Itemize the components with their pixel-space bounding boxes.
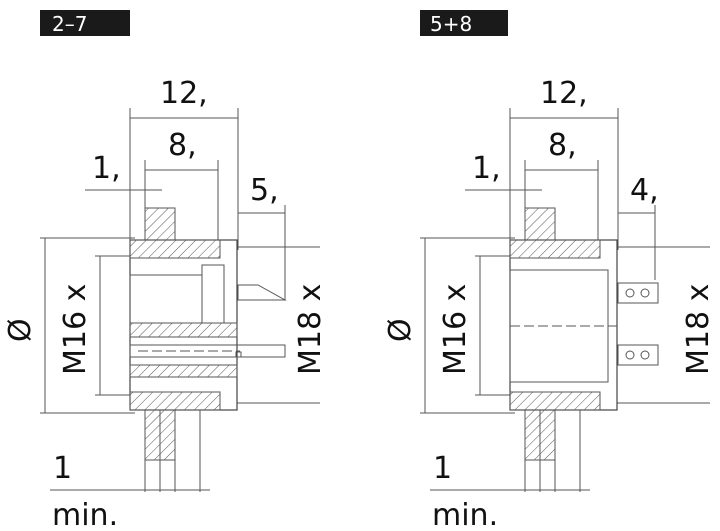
dim-panel-unit: min. xyxy=(52,498,118,531)
dim-inner: 8, xyxy=(548,128,577,163)
dim-panel: 1 xyxy=(433,451,452,486)
variant-label: 5+8 xyxy=(430,12,472,36)
variant-label-box xyxy=(420,10,508,36)
dim-panel: 1 xyxy=(53,451,72,486)
dim-pins: 4, xyxy=(630,173,659,208)
dim-overall: 12, xyxy=(540,76,588,111)
variant-label: 2–7 xyxy=(52,12,87,36)
dim-inner: 8, xyxy=(168,128,197,163)
dim-thread-outer: M18 x xyxy=(293,284,328,375)
dim-overall: 12, xyxy=(160,76,208,111)
dim-thread-outer: M18 x xyxy=(681,284,716,375)
variant-label-box xyxy=(40,10,130,36)
dim-diameter: Ø xyxy=(383,318,418,342)
dim-thread-inner: M16 x xyxy=(58,284,93,375)
dim-diameter: Ø xyxy=(3,318,38,342)
dim-panel-unit: min. xyxy=(432,498,498,531)
drawing-2-7: 2–7 12, 8, 1, 5, Ø M16 x M18 x xyxy=(3,10,328,531)
drawing-5-8: 5+8 12, 8, 1, 4, Ø M16 x M18 x xyxy=(383,10,716,531)
dim-wall: 1, xyxy=(92,151,121,186)
dim-wall: 1, xyxy=(472,151,501,186)
dim-thread-inner: M16 x xyxy=(438,284,473,375)
dim-pins: 5, xyxy=(250,173,279,208)
